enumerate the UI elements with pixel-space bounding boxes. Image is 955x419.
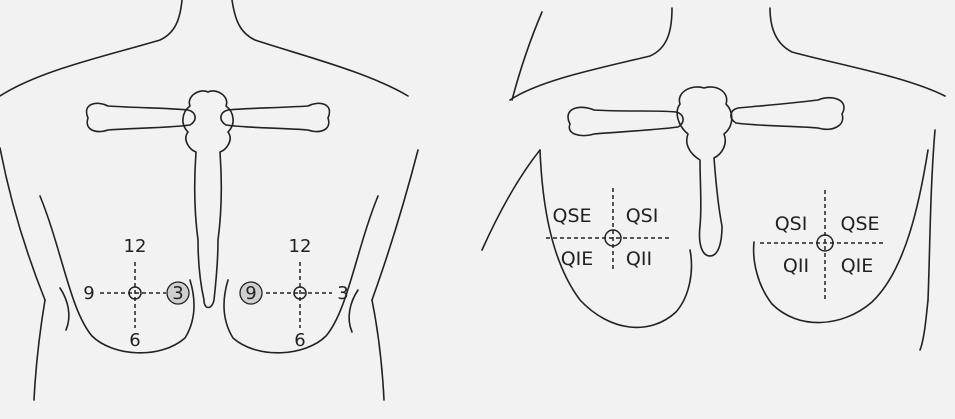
left-figure-right-shoulder [232, 0, 408, 96]
clock-right-label-12: 12 [289, 236, 312, 257]
clock-left-label-3: 3 [172, 283, 183, 304]
right-figure-left-clavicle [568, 107, 683, 135]
left-figure-sternum [183, 91, 233, 308]
quadrant-left-label-lower-outer: QIE [561, 248, 594, 270]
quadrant-left-label-upper-inner: QSI [626, 205, 659, 227]
right-figure-right-shoulder [770, 8, 945, 96]
right-figure-right-arm [928, 130, 935, 300]
quadrant-right-label-lower-inner: QII [783, 255, 809, 277]
clock-breast-right: 12 9 3 6 [240, 236, 349, 351]
left-figure-right-clavicle [221, 103, 330, 131]
right-figure-right-breast-outline [754, 150, 928, 323]
left-figure-right-arm [372, 150, 418, 300]
left-figure-right-inner-curve [349, 290, 358, 332]
right-torso-figure [482, 8, 945, 350]
left-figure-left-clavicle [87, 103, 196, 131]
right-figure-right-side [920, 300, 928, 350]
quadrant-right-label-upper-inner: QSI [775, 213, 808, 235]
clock-left-label-12: 12 [124, 236, 147, 257]
left-figure-left-inner-curve [60, 288, 69, 330]
left-torso-figure [0, 0, 418, 400]
quadrant-right-label-upper-outer: QSE [840, 213, 879, 235]
left-figure-left-shoulder [0, 0, 182, 96]
clock-left-label-6: 6 [129, 330, 140, 351]
right-figure-right-clavicle [731, 98, 844, 130]
left-figure-left-breast-outline [40, 196, 194, 353]
clock-left-label-9: 9 [83, 283, 94, 304]
clock-right-label-6: 6 [294, 330, 305, 351]
quadrant-breast-left: QSE QSI QIE QII [546, 188, 670, 272]
right-figure-left-side [482, 150, 540, 250]
left-figure-left-arm [0, 148, 45, 300]
left-figure-right-side [372, 300, 384, 400]
quadrant-left-label-upper-outer: QSE [552, 205, 591, 227]
clock-breast-left: 12 9 3 6 [83, 236, 189, 351]
quadrant-left-label-lower-inner: QII [626, 248, 652, 270]
quadrant-breast-right: QSI QSE QII QIE [760, 190, 886, 300]
clock-right-label-9: 9 [245, 283, 256, 304]
clock-right-label-3: 3 [337, 283, 348, 304]
right-figure-sternum [677, 87, 732, 256]
quadrant-right-label-lower-outer: QIE [841, 255, 874, 277]
right-figure-left-shoulder [510, 8, 672, 100]
left-figure-left-side [34, 300, 45, 400]
